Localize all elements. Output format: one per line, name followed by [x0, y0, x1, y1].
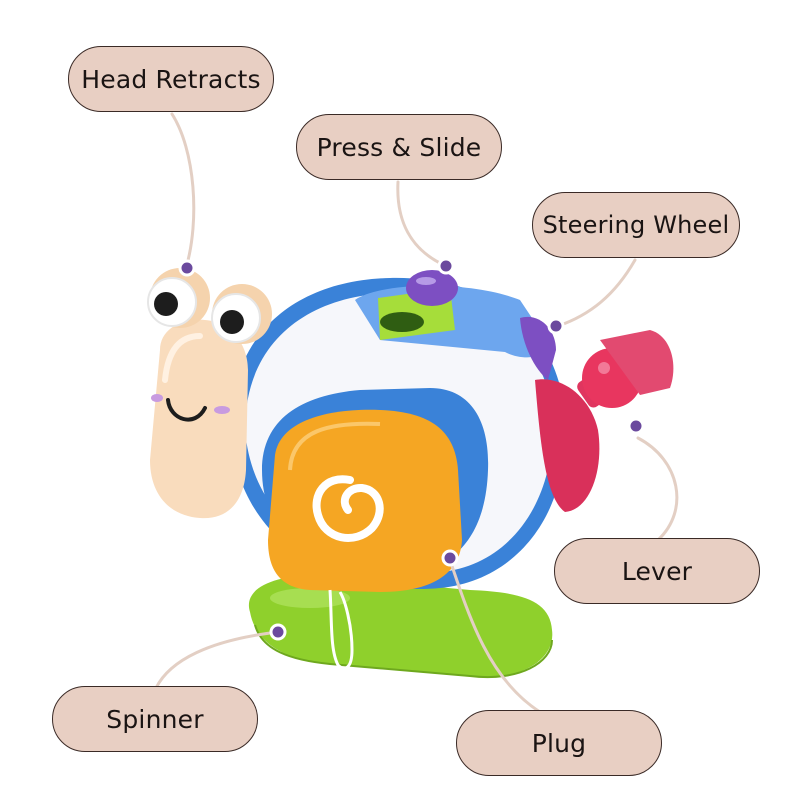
label-text: Plug — [531, 728, 587, 758]
markers — [178, 257, 645, 641]
marker-head-retracts — [178, 259, 196, 277]
label-text: Head Retracts — [81, 64, 261, 94]
label-text: Press & Slide — [316, 132, 482, 162]
leader-steering-wheel — [556, 258, 637, 328]
marker-press-slide — [437, 257, 455, 275]
label-lever: Lever — [554, 538, 760, 604]
snail-head — [147, 268, 272, 519]
label-text: Spinner — [106, 704, 204, 734]
steering-wheel-part — [520, 316, 556, 380]
marker-steering-wheel — [547, 317, 565, 335]
label-steering-wheel: Steering Wheel — [532, 192, 740, 258]
label-head-retracts: Head Retracts — [68, 46, 274, 112]
press-slide-button — [378, 270, 458, 340]
marker-lever — [627, 417, 645, 435]
label-spinner: Spinner — [52, 686, 258, 752]
leader-plug — [448, 558, 542, 714]
leader-lever — [636, 436, 679, 542]
leader-press-slide — [396, 180, 448, 268]
label-text: Lever — [621, 556, 693, 586]
label-text: Steering Wheel — [542, 211, 730, 239]
lever-part — [535, 330, 674, 512]
leader-spinner — [154, 630, 280, 690]
marker-plug — [441, 549, 459, 567]
swirl-spinner — [268, 409, 462, 670]
label-press-slide: Press & Slide — [296, 114, 502, 180]
label-plug: Plug — [456, 710, 662, 776]
marker-spinner — [269, 623, 287, 641]
leader-head-retracts — [170, 112, 196, 270]
